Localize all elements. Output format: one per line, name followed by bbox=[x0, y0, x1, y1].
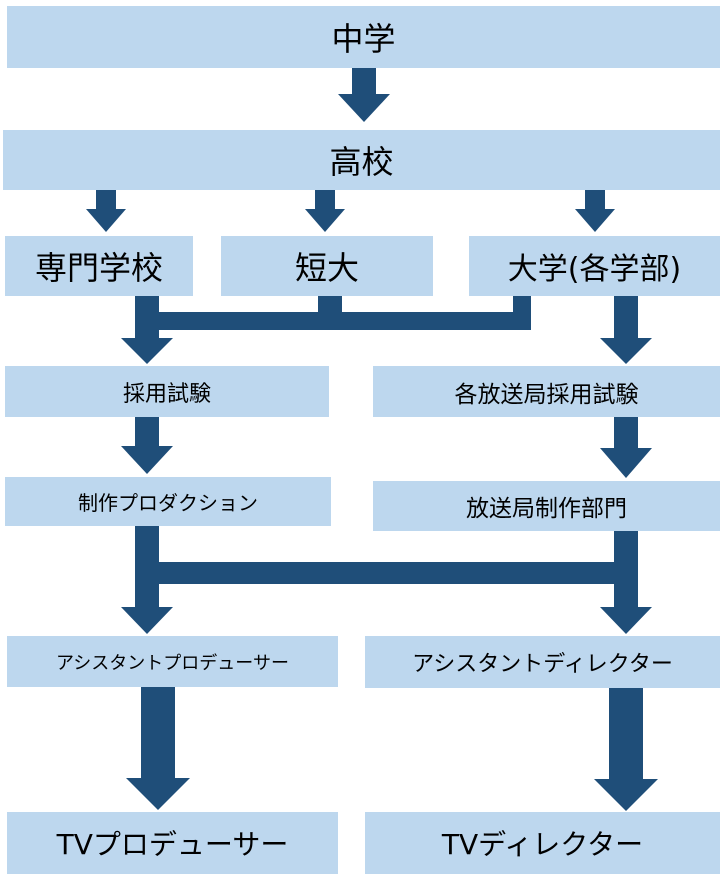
arrow-head bbox=[338, 94, 390, 122]
node-label: 放送局制作部門 bbox=[466, 496, 627, 522]
arrow-head bbox=[86, 209, 126, 232]
node-university: 大学(各学部) bbox=[469, 236, 720, 296]
node-label: アシスタントプロデューサー bbox=[56, 652, 289, 674]
arrow-shaft bbox=[352, 68, 376, 94]
arrow-shaft bbox=[96, 190, 116, 210]
node-high-school: 高校 bbox=[3, 130, 720, 190]
arrow-shaft bbox=[614, 417, 638, 449]
arrow-shaft bbox=[614, 296, 638, 338]
merge-connector-to-hiring-exam bbox=[121, 296, 531, 364]
arrow-junior-high-to-high-school bbox=[338, 68, 390, 122]
node-vocational-school: 専門学校 bbox=[5, 236, 193, 296]
node-assistant-producer: アシスタントプロデューサー bbox=[7, 636, 338, 687]
arrow-head bbox=[594, 779, 658, 811]
node-tv-producer: TVプロデューサー bbox=[7, 812, 338, 874]
node-label: 短大 bbox=[294, 249, 359, 287]
arrow-shaft bbox=[609, 688, 643, 780]
node-junior-college: 短大 bbox=[221, 236, 433, 296]
arrow-head-left bbox=[121, 607, 173, 634]
arrow-head-right bbox=[600, 607, 652, 634]
node-tv-director: TVディレクター bbox=[365, 812, 720, 874]
arrow-shaft bbox=[135, 417, 159, 447]
arrow-shaft bbox=[315, 190, 335, 210]
node-assistant-director: アシスタントディレクター bbox=[365, 636, 720, 688]
arrow-university-to-broadcaster-exam bbox=[600, 296, 652, 364]
node-label: 各放送局採用試験 bbox=[454, 381, 639, 408]
arrow-head bbox=[305, 209, 345, 232]
node-label: 中学 bbox=[331, 20, 396, 58]
arrow-head bbox=[600, 448, 652, 478]
arrow-head bbox=[121, 446, 173, 474]
node-broadcaster-production-dept: 放送局制作部門 bbox=[373, 481, 720, 531]
node-label: 高校 bbox=[329, 143, 394, 181]
arrow-high-school-to-university bbox=[575, 190, 615, 232]
connector-horizontal bbox=[135, 312, 531, 330]
arrow-high-school-to-vocational bbox=[86, 190, 126, 232]
node-label: TVプロデューサー bbox=[56, 828, 289, 861]
connector-horizontal bbox=[135, 562, 638, 584]
arrow-head bbox=[600, 338, 652, 364]
node-broadcaster-hiring-exam: 各放送局採用試験 bbox=[373, 366, 720, 417]
connector-vertical-mid bbox=[318, 296, 342, 312]
arrow-head bbox=[575, 209, 615, 232]
node-production-company: 制作プロダクション bbox=[5, 477, 331, 526]
node-hiring-exam: 採用試験 bbox=[5, 366, 329, 417]
arrow-shaft bbox=[585, 190, 605, 210]
node-label: 採用試験 bbox=[122, 381, 211, 407]
arrow-broadcaster-exam-to-production-dept bbox=[600, 417, 652, 478]
node-label: 専門学校 bbox=[34, 249, 163, 287]
node-label: 制作プロダクション bbox=[78, 491, 258, 515]
arrow-shaft bbox=[141, 687, 175, 779]
node-label: TVディレクター bbox=[441, 828, 644, 861]
node-label: アシスタントディレクター bbox=[412, 652, 673, 677]
cross-connector-to-assistants bbox=[121, 526, 652, 634]
arrow-high-school-to-junior-college bbox=[305, 190, 345, 232]
arrow-head bbox=[126, 778, 190, 810]
arrow-assistant-director-to-tv-director bbox=[594, 688, 658, 811]
arrow-head bbox=[121, 338, 173, 364]
node-label: 大学(各学部) bbox=[507, 252, 682, 287]
arrow-hiring-exam-to-production-company bbox=[121, 417, 173, 474]
node-junior-high: 中学 bbox=[7, 6, 720, 68]
arrow-assistant-producer-to-tv-producer bbox=[126, 687, 190, 810]
